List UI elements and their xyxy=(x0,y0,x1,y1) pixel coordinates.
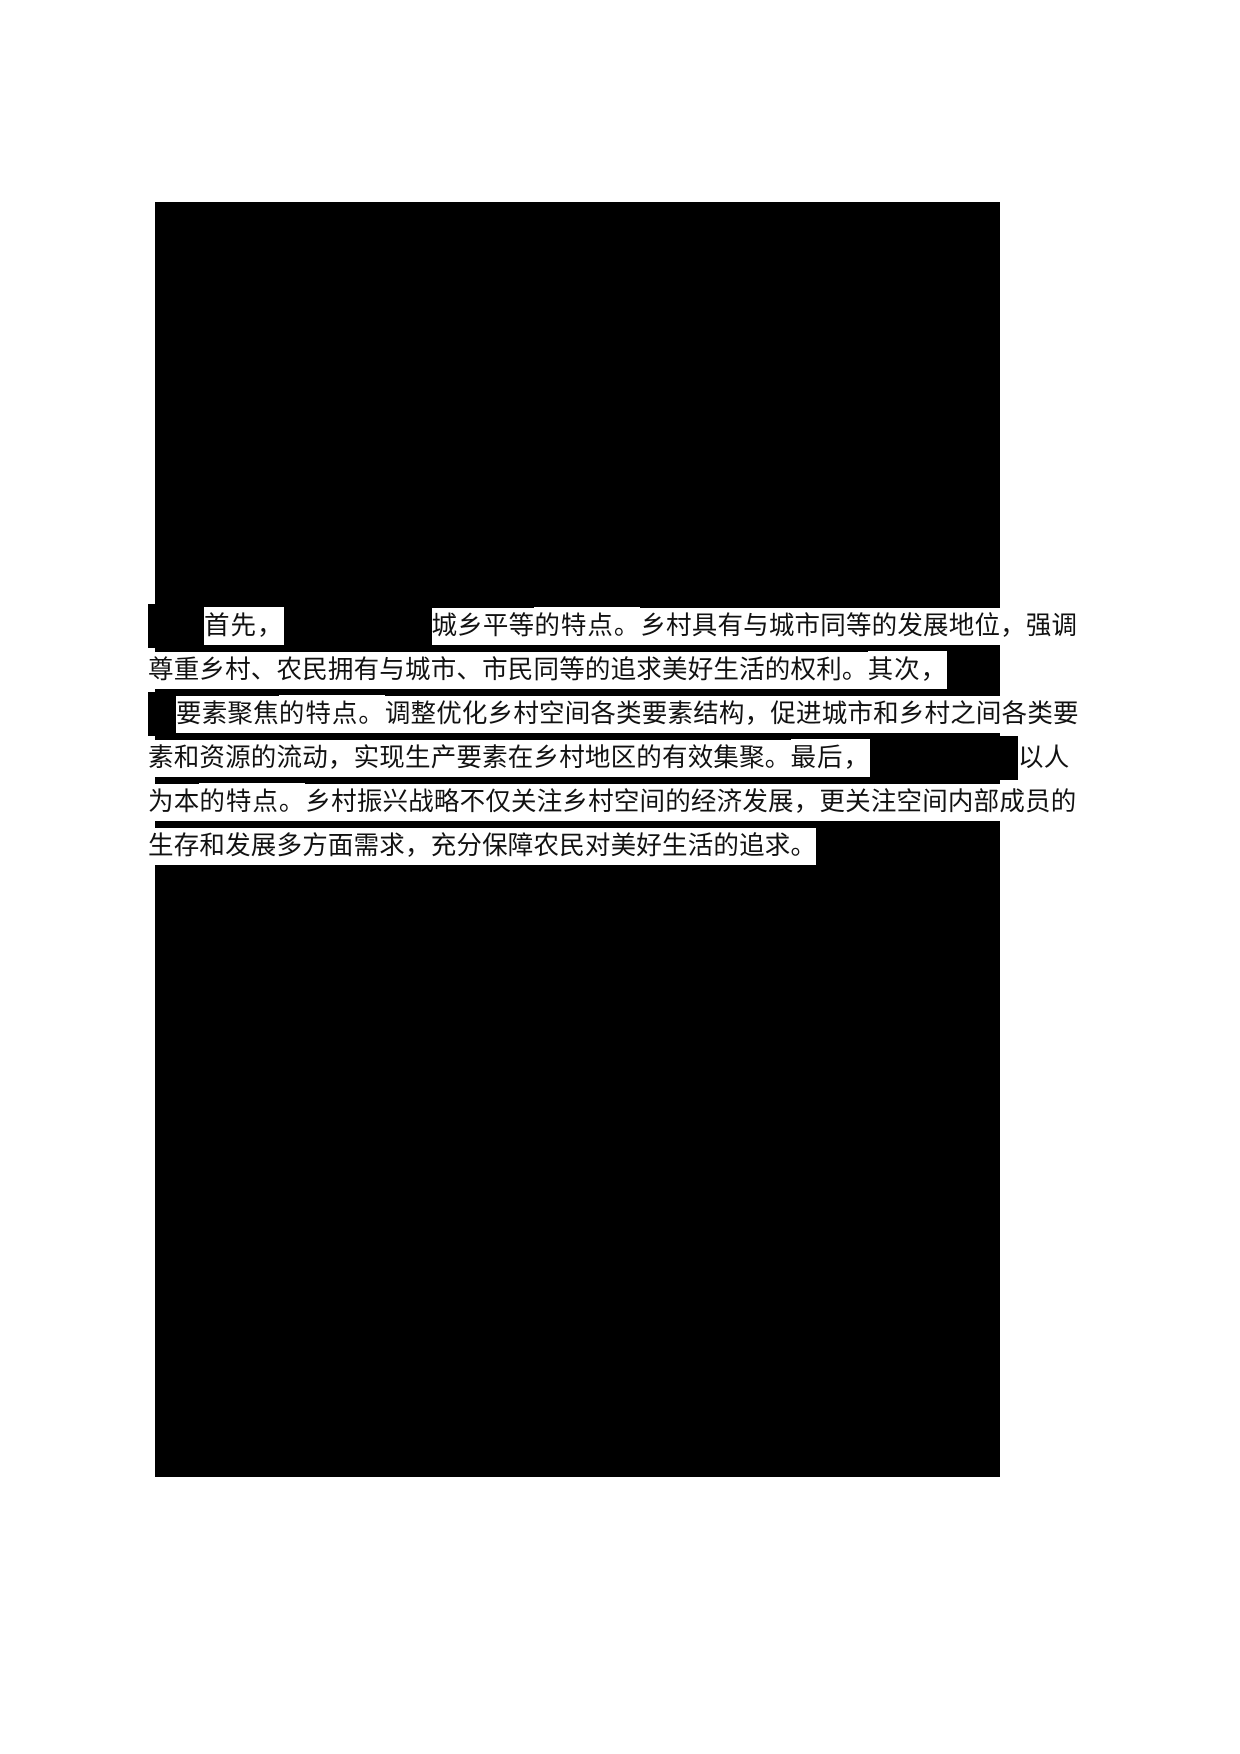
visible-text-run: 的特点。 xyxy=(199,783,306,821)
visible-text-run: 的特点。 xyxy=(278,695,385,733)
visible-text-run: 生存和发展多方面需求，充分保障农民对美好生活的追求。 xyxy=(148,828,817,865)
paragraph-line: 为本的特点。乡村振兴战略不仅关注乡村空间的经济发展，更关注空间内部成员的 xyxy=(148,780,1077,824)
visible-text-run: 素和资源的流动，实现生产要素在乡村地区的有效集聚。 xyxy=(148,740,791,777)
visible-text-run: 首先， xyxy=(204,607,284,645)
visible-text-run: 调整优化乡村空间各类要素结构，促进城市和乡村之间各类要 xyxy=(384,696,1079,733)
line-indent-spacer xyxy=(148,692,176,736)
paragraph-line: 尊重乡村、农民拥有与城市、市民同等的追求美好生活的权利。其次， xyxy=(148,648,1010,692)
paragraph-body: 首先， 城乡平等的特点。乡村具有与城市同等的发展地位，强调尊重乡村、农民拥有与城… xyxy=(148,604,1079,868)
visible-text-run: 城乡平等 xyxy=(431,608,535,645)
visible-text-run: 其次， xyxy=(867,651,948,689)
redacted-gap xyxy=(283,604,432,648)
paragraph-line: 素和资源的流动，实现生产要素在乡村地区的有效集聚。最后， 以人 xyxy=(148,736,1070,780)
visible-text-run: 乡村具有与城市同等的发展地位，强调 xyxy=(640,608,1078,645)
visible-text-run: 尊重乡村、农民拥有与城市、市民同等的追求美好生活的权利。 xyxy=(148,652,868,689)
visible-text-run: 的特点。 xyxy=(534,607,641,645)
paragraph-line: 要素聚焦的特点。调整优化乡村空间各类要素结构，促进城市和乡村之间各类要 xyxy=(148,692,1079,736)
paragraph-line: 生存和发展多方面需求，充分保障农民对美好生活的追求。 xyxy=(148,824,1010,868)
visible-text-run: 为本 xyxy=(148,784,200,821)
line-indent-spacer xyxy=(148,604,204,648)
visible-text-run: 要素聚焦 xyxy=(176,696,279,733)
visible-text-run: 乡村振兴战略不仅关注乡村空间的经济发展，更关注空间内部成员的 xyxy=(305,784,1077,821)
redacted-gap xyxy=(870,736,1019,780)
paragraph-line: 首先， 城乡平等的特点。乡村具有与城市同等的发展地位，强调 xyxy=(148,604,1078,648)
visible-text-run: 最后， xyxy=(790,739,871,777)
visible-text-run: 以人 xyxy=(1018,740,1070,777)
